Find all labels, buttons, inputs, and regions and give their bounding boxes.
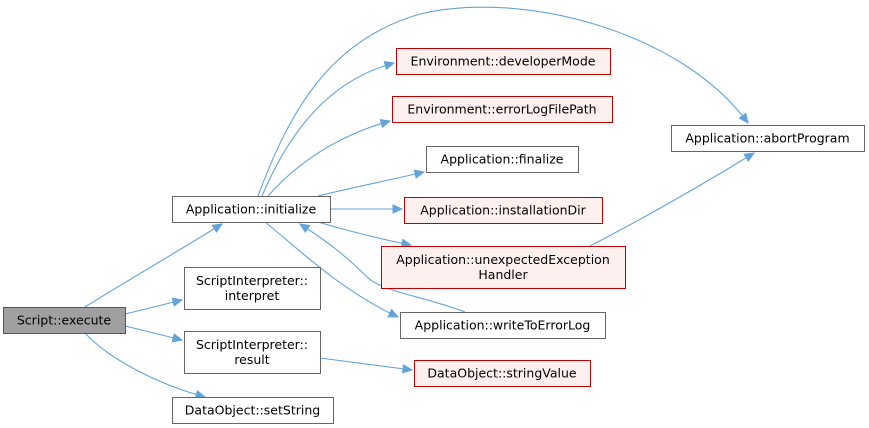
node-box [396,48,611,75]
edge-arrowhead [171,333,184,343]
edge-arrowhead [211,223,224,234]
node-label: Application::writeToErrorLog [415,318,591,333]
edge-line [84,223,223,308]
node-label: Application::abortProgram [685,131,849,146]
node-label: interpret [225,288,280,303]
node-label: ScriptInterpreter:: [196,337,308,352]
node-box [381,246,626,289]
edge-arrowhead [171,297,184,307]
node-app_initialize[interactable]: Application::initialize [172,196,331,223]
node-env_devmode[interactable]: Environment::developerMode [396,48,611,75]
node-app_writelog[interactable]: Application::writeToErrorLog [400,312,606,339]
node-label: Environment::errorLogFilePath [407,102,596,117]
edge-app_initialize-to-app_installdir [330,204,404,214]
node-box [671,125,865,152]
node-script_execute: Script::execute [3,307,126,334]
edge-arrowhead [401,364,414,374]
node-app_finalize[interactable]: Application::finalize [426,146,579,173]
node-app_installdir[interactable]: Application::installationDir [404,197,603,224]
edge-arrowhead [743,152,756,163]
node-label: DataObject::stringValue [427,366,576,381]
node-label: Application::installationDir [420,203,586,218]
edge-line [84,332,206,398]
edge-script_execute-to-do_setstring [84,332,207,400]
edges-layer [84,6,756,400]
edge-script_execute-to-si_result [124,325,184,343]
edge-script_execute-to-si_interpret [124,297,184,315]
node-si_result[interactable]: ScriptInterpreter::result [184,331,321,374]
edge-arrowhead [413,169,426,179]
node-box [184,267,321,310]
node-app_abort[interactable]: Application::abortProgram [671,125,865,152]
node-si_interpret[interactable]: ScriptInterpreter::interpret [184,267,321,310]
edge-line [589,152,755,247]
edge-app_initialize-to-env_devmode [261,61,396,197]
edge-script_execute-to-app_initialize [84,223,224,308]
edge-line [317,171,425,197]
edge-arrowhead [738,112,749,124]
edge-app_initialize-to-env_errorlog [267,119,392,197]
node-label: Script::execute [17,313,112,328]
node-label: DataObject::setString [185,403,320,418]
node-label: result [234,352,269,367]
node-do_setstring[interactable]: DataObject::setString [172,397,334,424]
edge-line [319,357,413,371]
node-box [400,312,606,339]
edge-arrowhead [387,308,400,318]
node-box [184,331,321,374]
edge-line [299,223,466,313]
edge-app_unexpected-to-app_abort [589,152,756,247]
node-do_stringvalue[interactable]: DataObject::stringValue [414,360,591,387]
node-box [426,146,579,173]
edge-arrowhead [383,61,396,71]
nodes-layer: Script::execute Application::initializeSc… [3,48,865,424]
edge-si_result-to-do_stringvalue [319,357,414,374]
edge-app_writelog-to-app_initialize [298,223,466,313]
node-box [404,197,603,224]
node-label: Application::initialize [186,202,317,217]
node-box [414,360,591,387]
edge-app_initialize-to-app_unexpected [317,221,413,248]
edge-line [257,6,749,197]
node-env_errorlog[interactable]: Environment::errorLogFilePath [392,96,613,123]
node-label: ScriptInterpreter:: [196,273,308,288]
edge-app_initialize-to-app_finalize [317,169,426,197]
node-label: Environment::developerMode [411,54,596,69]
node-box [172,397,334,424]
node-box [392,96,613,123]
edge-line [317,221,412,246]
edge-app_initialize-to-app_writelog [264,221,400,318]
edge-arrowhead [298,223,311,234]
edge-app_initialize-to-app_abort [257,6,749,197]
edge-arrowhead [379,119,392,129]
node-label: Application::unexpectedException [396,252,610,267]
node-label: Application::finalize [441,152,564,167]
node-label: Handler [478,267,528,282]
edge-line [261,62,395,197]
edge-line [267,120,391,197]
edge-arrowhead [392,204,404,214]
node-box [172,196,331,223]
node-box [3,307,126,334]
edge-line [264,221,399,318]
